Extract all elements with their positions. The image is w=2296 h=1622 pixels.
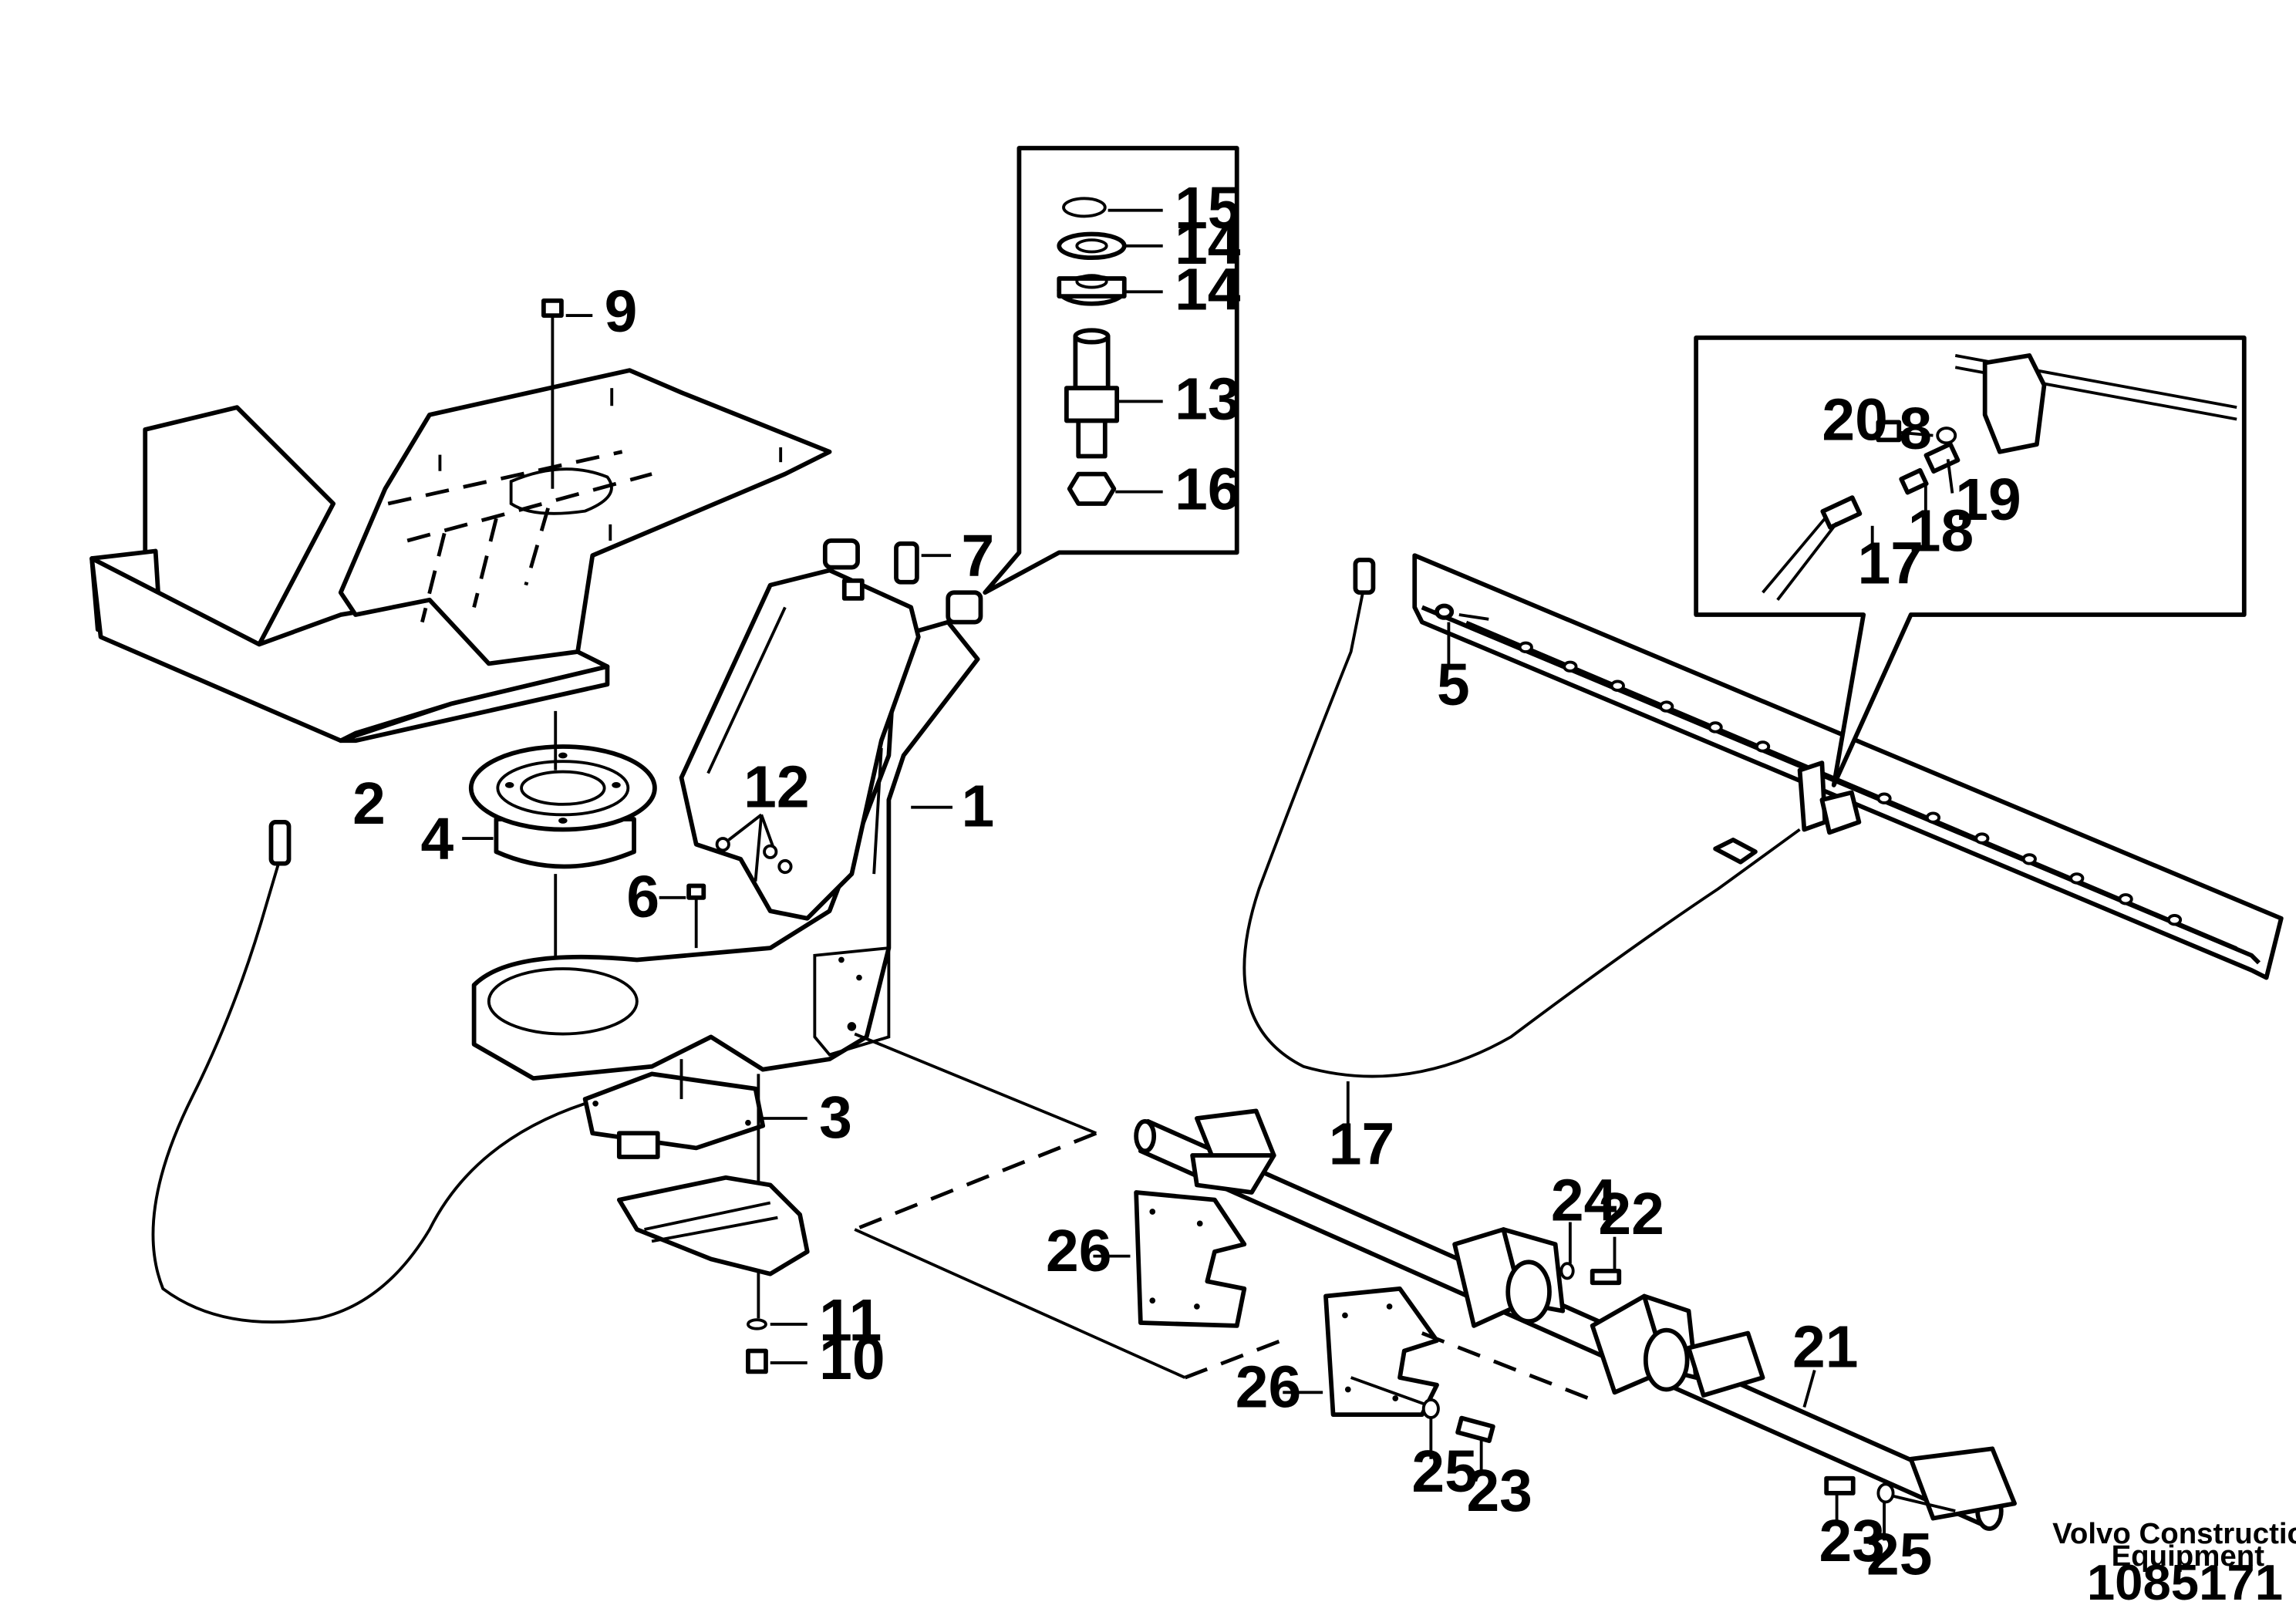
callout-10: 10 [819, 1326, 885, 1392]
dashed-reference-lines [854, 1032, 1593, 1402]
title-block: Volvo Construction Equipment 1085171 [2052, 1517, 2296, 1610]
callout-20: 20 [1822, 386, 1887, 453]
callout-17a: 17 [1857, 531, 1923, 597]
callout-23b: 23 [1819, 1508, 1885, 1574]
callout-labels: 1 2 3 4 5 6 7 8 9 10 11 12 13 14 14 15 1… [352, 175, 2021, 1588]
part-2-foot-cover [89, 368, 832, 744]
part-4-bearing [462, 710, 657, 1007]
callout-17b: 17 [1329, 1111, 1394, 1178]
cable-right [1242, 558, 1801, 1126]
callout-26a: 26 [1046, 1218, 1111, 1284]
cable-left [151, 820, 586, 1324]
callout-14a: 14 [1175, 211, 1241, 277]
callout-1: 1 [961, 774, 994, 840]
part-bracket-lower [616, 1175, 810, 1276]
part-6-screw [659, 883, 706, 949]
part-12-screws [715, 813, 793, 882]
part-right-beam [1412, 553, 2284, 980]
callout-15: 15 [1175, 175, 1240, 241]
callout-25a: 25 [1411, 1438, 1477, 1505]
callout-13: 13 [1175, 366, 1240, 433]
callout-16: 16 [1175, 457, 1240, 523]
callout-6: 6 [626, 864, 659, 930]
callout-25b: 25 [1866, 1522, 1932, 1588]
callout-24: 24 [1551, 1168, 1617, 1234]
inset-bushing-stack [983, 146, 1239, 595]
part-21-shaft [1134, 1108, 2017, 1531]
part-22-24-bolt-washer [1559, 1222, 1622, 1286]
callout-9: 9 [605, 278, 638, 345]
callout-8: 8 [1899, 396, 1932, 462]
callout-5: 5 [1437, 652, 1470, 718]
callout-11: 11 [819, 1287, 882, 1354]
part-9-bolt [541, 298, 593, 489]
callout-21: 21 [1792, 1314, 1858, 1381]
callout-18: 18 [1908, 497, 1974, 564]
part-3-sensor-plate [582, 1059, 807, 1319]
callout-12: 12 [743, 754, 809, 821]
callout-3: 3 [819, 1084, 852, 1151]
inset-cable-end [1694, 336, 2247, 787]
document-number: 1085171 [2087, 1554, 2283, 1610]
callout-26b: 26 [1236, 1354, 1301, 1421]
part-23-25-mid [1421, 1398, 1495, 1474]
callout-23a: 23 [1466, 1458, 1532, 1524]
callout-19: 19 [1955, 467, 2021, 533]
callout-2: 2 [352, 771, 386, 837]
callout-7: 7 [961, 523, 994, 589]
part-10-11-bolt-washer [746, 1318, 807, 1374]
brand-line-1: Volvo Construction [2052, 1517, 2296, 1550]
part-23-25-right [1824, 1475, 1956, 1541]
beam-holes [1518, 641, 2183, 926]
part-7-pins [822, 538, 983, 625]
callout-22: 22 [1598, 1181, 1664, 1247]
part-26-plates [1093, 1190, 1439, 1418]
callout-4: 4 [420, 806, 453, 872]
brand-line-2: Equipment [2112, 1539, 2265, 1573]
callout-14b: 14 [1175, 256, 1241, 322]
